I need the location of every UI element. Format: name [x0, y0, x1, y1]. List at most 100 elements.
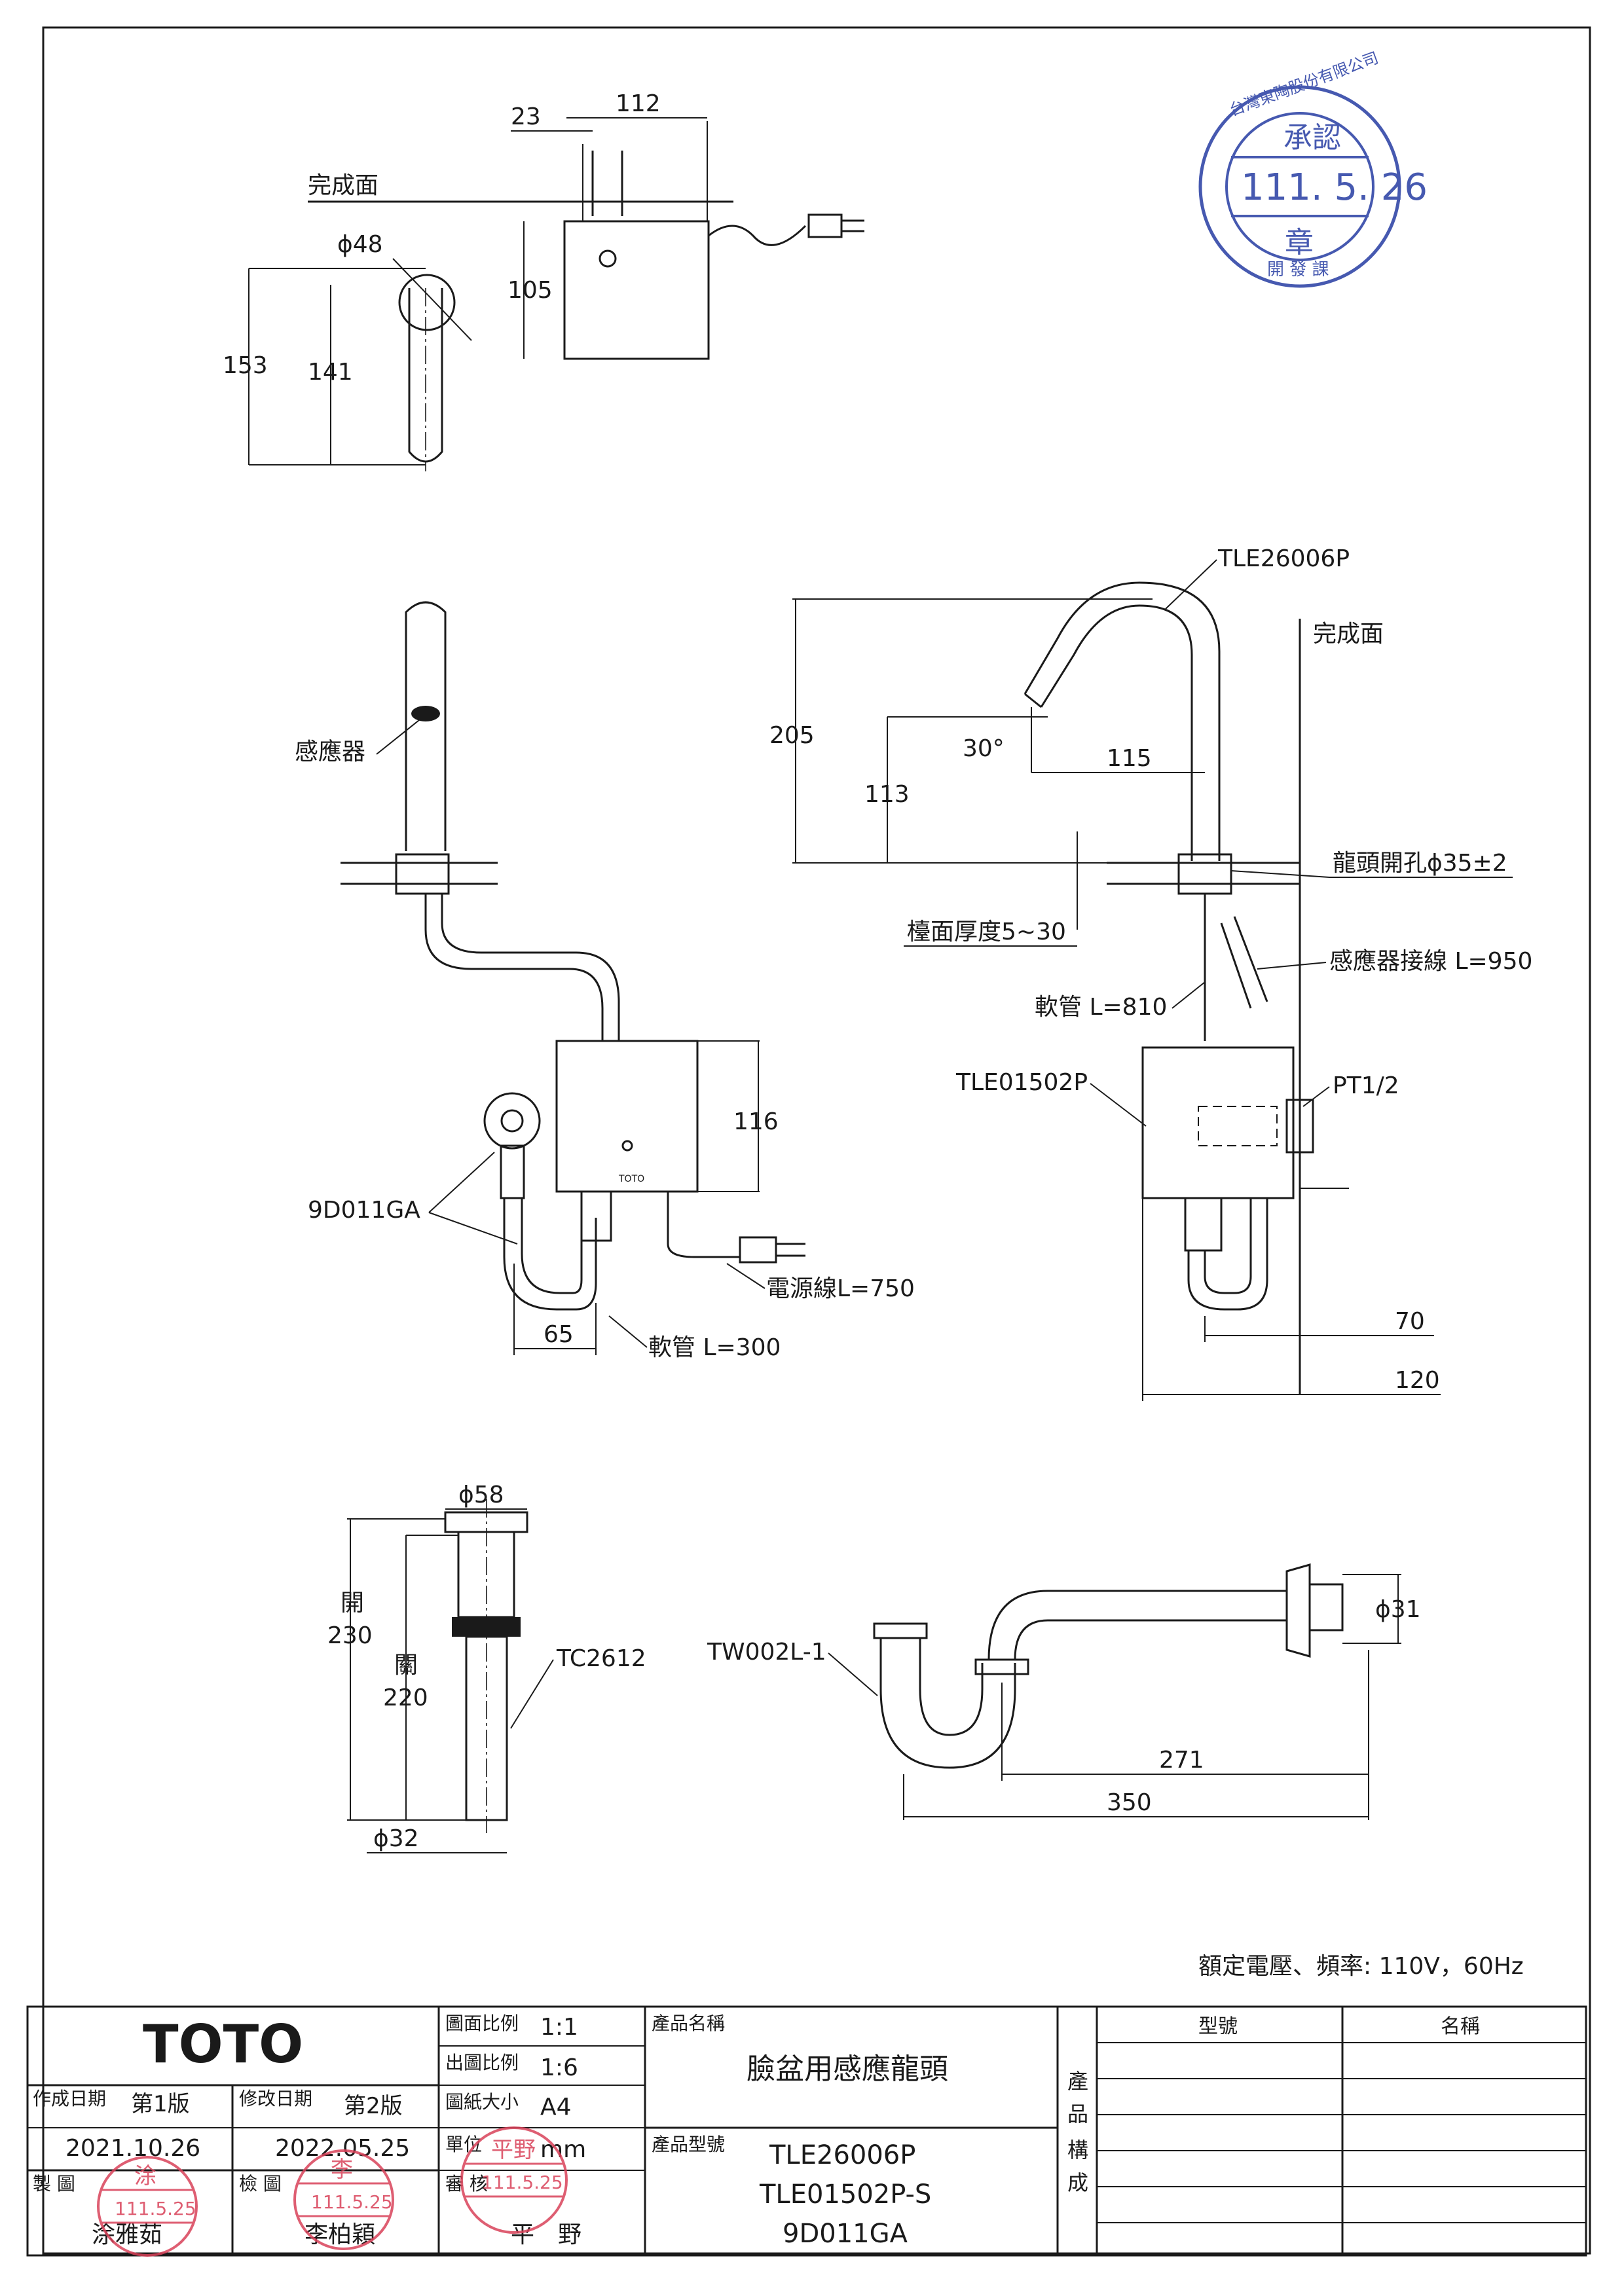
control-box-front: [555, 1040, 699, 1193]
dim-phi32: ϕ32: [373, 1825, 419, 1852]
dim-30deg: 30°: [963, 735, 1005, 762]
composition-char-1: 產: [1067, 2069, 1088, 2094]
close-label: 關: [394, 1652, 418, 1679]
review-stamp-circle: [460, 2126, 568, 2234]
trap-arm-outer: [987, 1590, 1287, 1660]
wall-flange: [1285, 1563, 1311, 1658]
checked-label: 檢 圖: [239, 2173, 282, 2195]
box-brand: TOTO: [618, 1174, 644, 1184]
wall-nipple: [1308, 1583, 1344, 1631]
dim-phi48: ϕ48: [337, 231, 383, 258]
title-block-frame: [26, 2005, 1587, 2257]
trap-arm-inner: [1014, 1619, 1287, 1660]
valve-fitting: [500, 1144, 525, 1199]
model-3: 9D011GA: [783, 2219, 908, 2249]
leader: [428, 1212, 518, 1245]
checked-stamp-date: 111.5.25: [311, 2191, 393, 2213]
drawn-label: 製 圖: [33, 2173, 75, 2195]
approval-top: 承認: [1283, 121, 1341, 155]
dim-115: 115: [1107, 745, 1152, 772]
product-name-label: 產品名稱: [652, 2013, 725, 2034]
part-tle01502p: TLE01502P: [955, 1069, 1088, 1096]
mounting-nut: [395, 853, 450, 895]
leader: [1257, 962, 1327, 970]
spout-tip: [1024, 693, 1042, 708]
power-cord-front: [667, 1192, 740, 1258]
supply-hose-outer: [441, 894, 620, 1041]
dim-phi58: ϕ58: [458, 1482, 504, 1508]
approval-seal: 章: [1285, 226, 1314, 259]
inlet-hose-side: [1187, 1198, 1268, 1311]
col-name: 名稱: [1441, 2015, 1480, 2038]
sensor-label: 感應器: [295, 738, 365, 765]
hole-label: 龍頭開孔ϕ35±2: [1333, 850, 1507, 877]
faucet-base-circle: [398, 274, 456, 331]
leader: [376, 720, 420, 755]
gooseneck-outer: [1040, 604, 1193, 861]
created-label: 作成日期: [33, 2088, 106, 2109]
part-tle26006p: TLE26006P: [1217, 545, 1350, 572]
trap-top-flange: [873, 1622, 928, 1639]
top-view: 完成面 153 141 ϕ48 23 112 105: [223, 90, 864, 471]
leader: [1090, 1083, 1147, 1127]
leader: [828, 1652, 878, 1696]
dim-230: 230: [327, 1622, 373, 1649]
scale-label: 圖面比例: [445, 2013, 519, 2034]
dim-65: 65: [544, 1321, 574, 1348]
open-label: 開: [341, 1590, 364, 1616]
angle-valve: [483, 1092, 541, 1150]
dim-120: 120: [1395, 1367, 1440, 1394]
drawn-stamp-date: 111.5.25: [115, 2198, 196, 2219]
part-tw002l: TW002L-1: [707, 1639, 826, 1666]
trap-view: TW002L-1 ϕ31 271 350: [707, 1563, 1421, 1820]
sensor-cable: [1220, 922, 1252, 1009]
revised-label: 修改日期: [239, 2088, 312, 2109]
dim-350: 350: [1107, 1789, 1152, 1816]
leader: [1230, 870, 1330, 878]
gooseneck-inner: [1024, 581, 1221, 861]
drawing-frame: [42, 26, 1591, 2255]
pt-fitting: [1285, 1099, 1314, 1154]
drawn-stamp-char: 涂: [134, 2163, 157, 2189]
leader: [428, 1152, 495, 1213]
product-name: 臉盆用感應龍頭: [747, 2052, 948, 2086]
print-scale-label: 出圖比例: [445, 2052, 519, 2073]
leader: [1302, 1086, 1330, 1107]
faucet-body-front: [405, 601, 447, 851]
checked-stamp-char: 李: [331, 2157, 353, 2183]
review-stamp-char: 平野: [491, 2137, 536, 2163]
review-label: 審 核: [445, 2173, 488, 2195]
leader: [1172, 981, 1206, 1009]
power-cord: [708, 225, 807, 246]
counter-thickness-label: 檯面厚度5~30: [907, 919, 1066, 945]
plug-icon: [807, 213, 843, 238]
inlet-hose-side-inner: [1204, 1198, 1252, 1294]
indicator-dot: [621, 1140, 633, 1152]
flex-hose-inner: [521, 1198, 583, 1294]
checked-stamp: 李 111.5.25: [293, 2149, 394, 2250]
approval-date: 111. 5. 26: [1241, 166, 1428, 209]
paper-value: A4: [540, 2094, 572, 2121]
valve-hidden: [1198, 1106, 1278, 1146]
control-box-plan: [563, 220, 710, 360]
brand-logo: TOTO: [143, 2014, 303, 2075]
print-scale-value: 1:6: [540, 2054, 578, 2081]
box-fitting-side: [1184, 1197, 1223, 1252]
model-1: TLE26006P: [769, 2140, 915, 2170]
trap-outer: [879, 1638, 1016, 1769]
front-view: 感應器 TOTO 116 9D011GA 電源線L=750: [295, 601, 915, 1361]
drawn-stamp: 涂 111.5.25: [97, 2156, 198, 2257]
trap-nut: [974, 1658, 1029, 1675]
finish-surface-label-2: 完成面: [1313, 621, 1384, 647]
dim-220: 220: [383, 1685, 428, 1711]
dim-phi31: ϕ31: [1375, 1596, 1421, 1623]
approval-ring: 台灣東陶股份有限公司: [1227, 48, 1381, 119]
created-date: 2021.10.26: [65, 2135, 200, 2162]
approval-dept: 開 發 課: [1267, 260, 1329, 280]
angle-valve-stem: [500, 1109, 524, 1133]
created-version: 第1版: [131, 2091, 190, 2117]
sensor-window: [411, 706, 440, 721]
leader: [608, 1315, 648, 1348]
valve-port: [599, 249, 617, 268]
mounting-nut-side: [1177, 853, 1232, 895]
